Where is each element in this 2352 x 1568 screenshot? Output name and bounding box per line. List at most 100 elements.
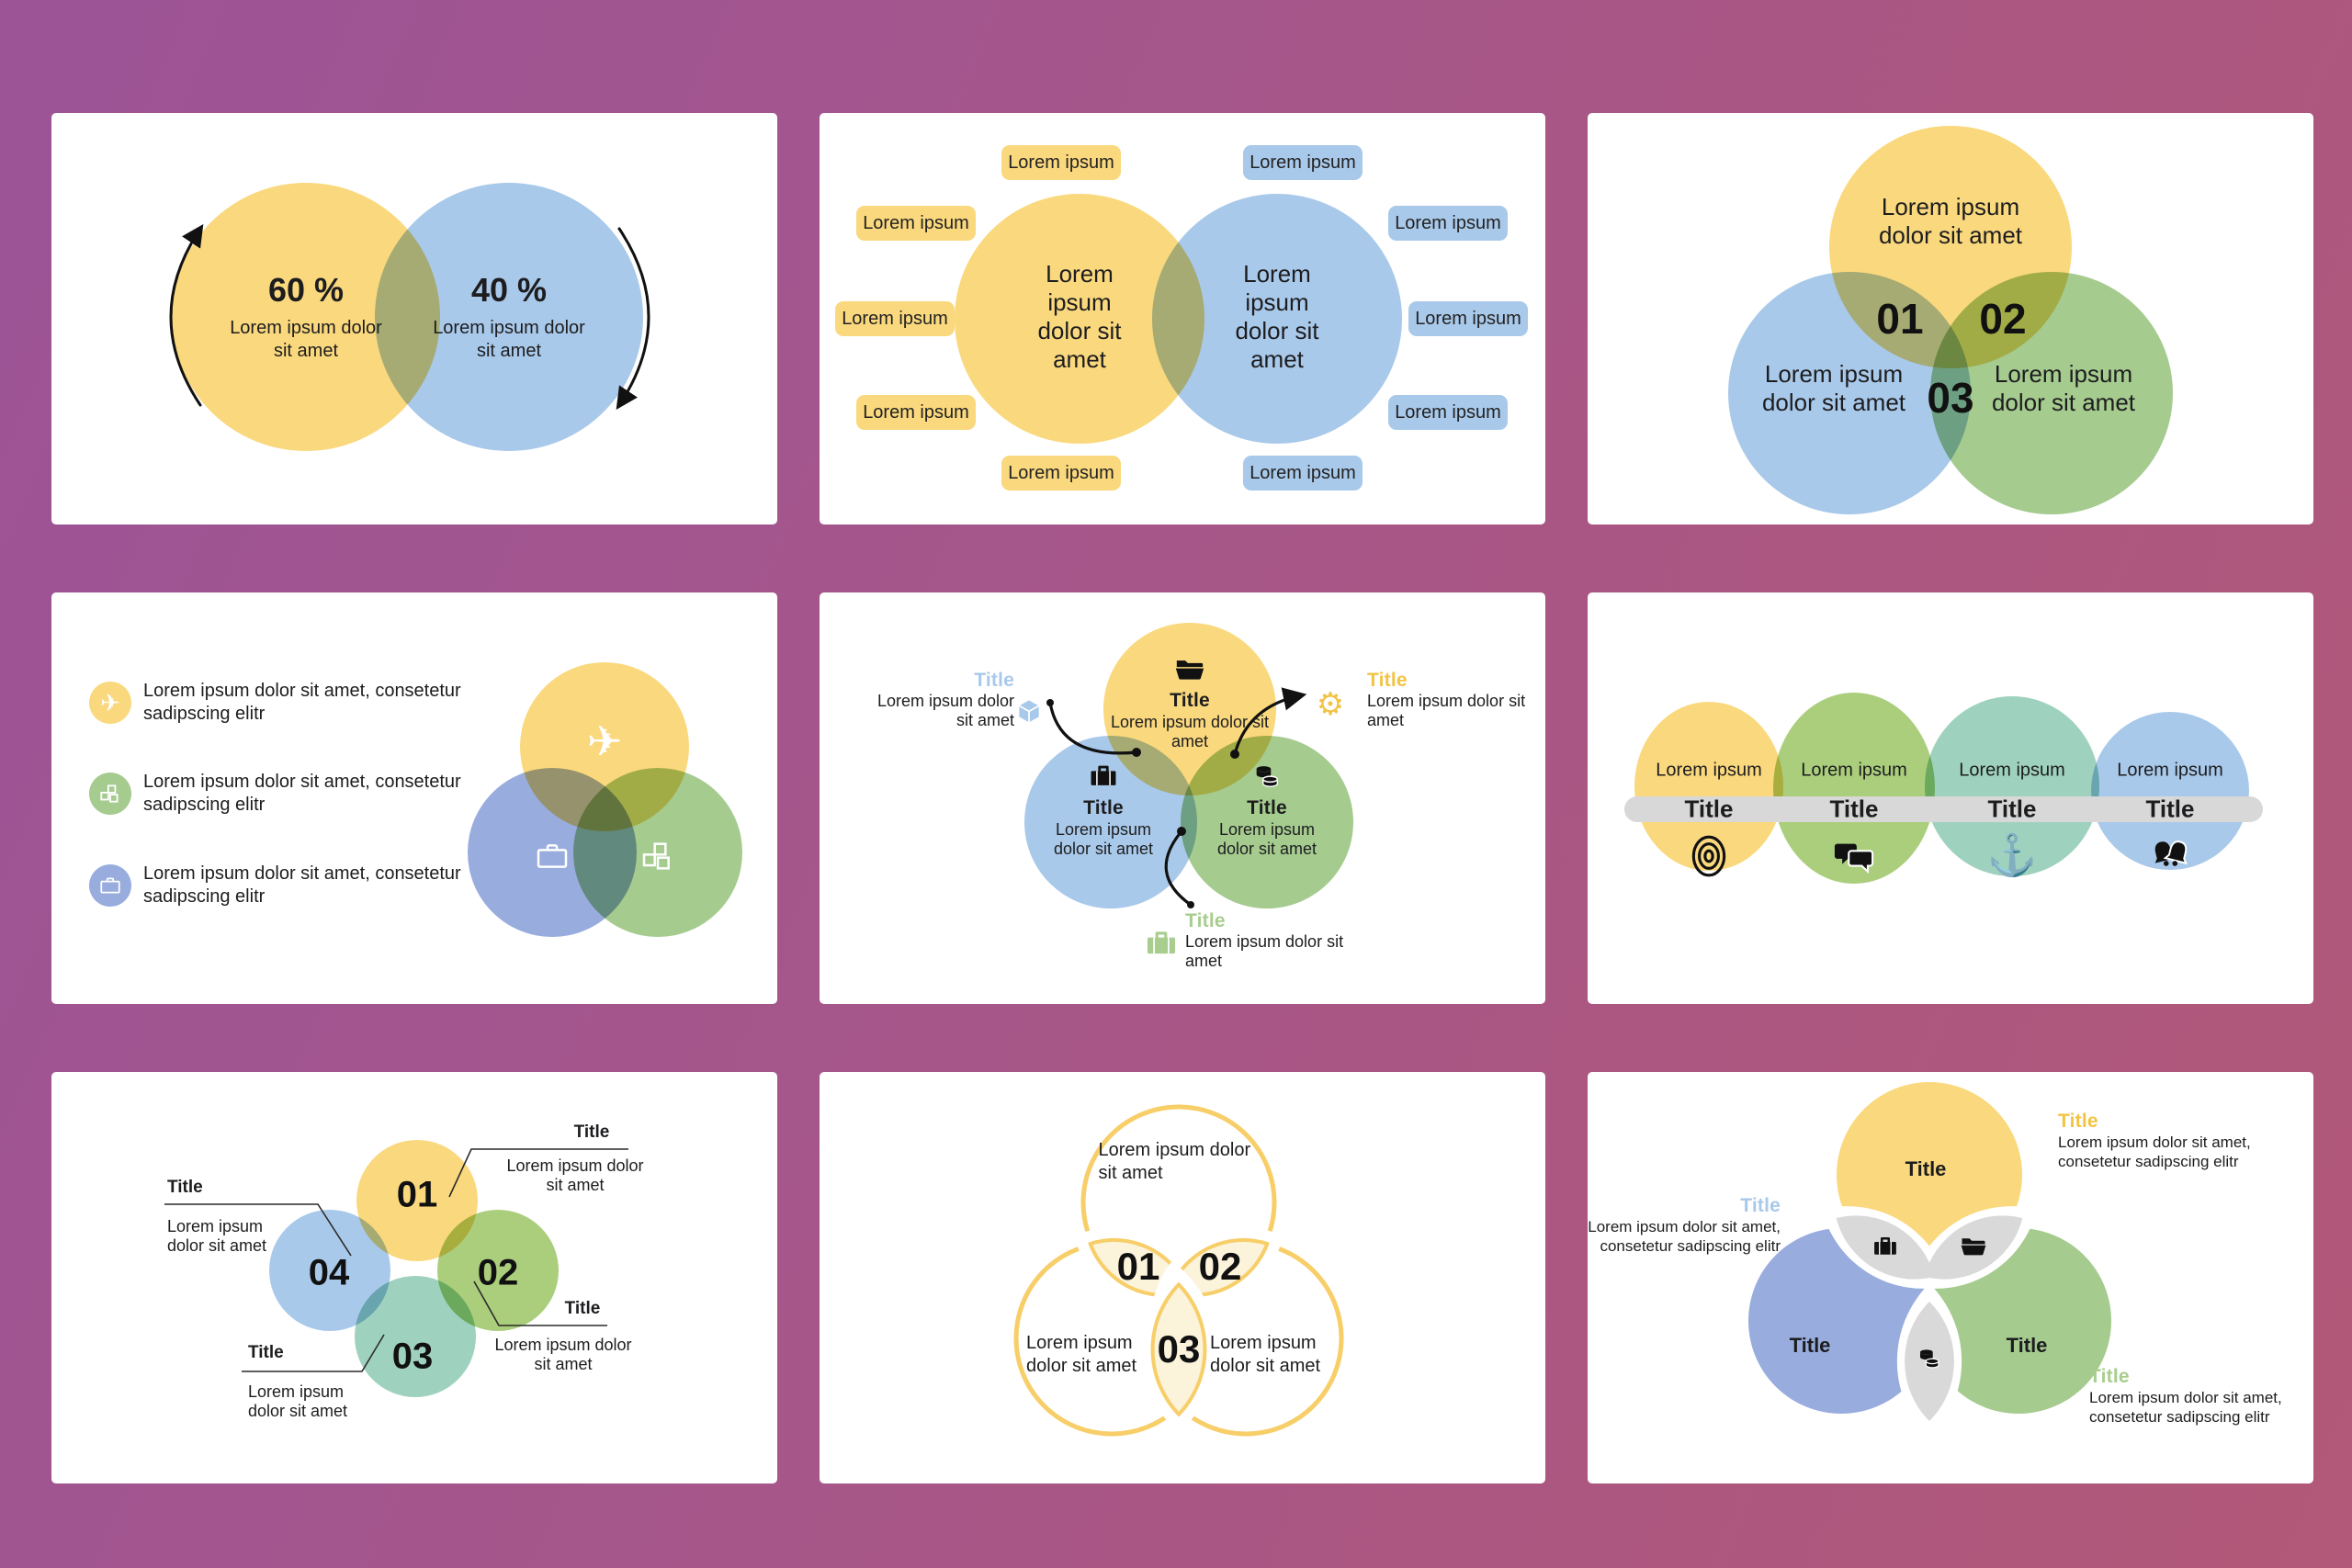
callout-connectors bbox=[1046, 687, 1307, 908]
venn-circle-green bbox=[1181, 736, 1353, 908]
slide-venn-outline[interactable]: 01 02 03 Lorem ipsum dolor sit amet Lore… bbox=[820, 1072, 1545, 1483]
folder-icon bbox=[1175, 660, 1204, 680]
venn-circle-teal bbox=[1925, 696, 2099, 876]
briefcase-icon bbox=[1091, 765, 1116, 785]
note-title: Title bbox=[1740, 1195, 1781, 1216]
label-pill[interactable]: Lorem ipsum bbox=[1243, 145, 1363, 180]
slide-venn-percentages[interactable]: 60 % Lorem ipsum dolor sit amet 40 % Lor… bbox=[51, 113, 777, 525]
legend-bullet-green bbox=[89, 773, 131, 815]
cube-icon bbox=[1018, 700, 1040, 723]
row-title: Title bbox=[2145, 795, 2195, 823]
badge-01: 01 bbox=[1116, 1245, 1160, 1288]
slide-venn-row[interactable]: Lorem ipsum Lorem ipsum Lorem ipsum Lore… bbox=[1588, 592, 2313, 1004]
venn-circle-blue bbox=[1152, 194, 1402, 444]
label-pill[interactable]: Lorem ipsum bbox=[1001, 145, 1121, 180]
callout-title: Title bbox=[564, 1299, 601, 1318]
slide-venn-legend[interactable]: ✈ Lorem ipsum dolor sit amet, consetetur… bbox=[51, 592, 777, 1004]
label-pill[interactable]: Lorem ipsum bbox=[1408, 301, 1528, 336]
callout-text: Lorem ipsum dolor sit amet bbox=[506, 1156, 644, 1194]
percent-right: 40 % bbox=[470, 271, 548, 309]
label-pill[interactable]: Lorem ipsum bbox=[1388, 395, 1508, 430]
row-label: Lorem ipsum bbox=[1656, 760, 1762, 781]
connector-right bbox=[1233, 687, 1307, 756]
note-text: Lorem ipsum dolor sit amet, consetetur s… bbox=[2058, 1134, 2251, 1170]
circle-right-text: Lorem ipsum dolor sit amet bbox=[1210, 1333, 1321, 1376]
arrow-left-icon bbox=[169, 224, 204, 407]
circle-title: Title bbox=[1170, 690, 1210, 711]
badge-03: 03 bbox=[1157, 1327, 1201, 1371]
badge-02: 02 bbox=[1198, 1245, 1242, 1288]
note-title: Title bbox=[2058, 1111, 2098, 1132]
note-text: Lorem ipsum dolor sit amet bbox=[1185, 932, 1344, 970]
slide-venn-numbered[interactable]: Lorem ipsum dolor sit amet Lorem ipsum d… bbox=[1588, 113, 2313, 525]
callout-title: Title bbox=[248, 1343, 284, 1362]
legend-bullet-blue bbox=[89, 864, 131, 907]
circle-top-text: Lorem ipsum dolor sit amet bbox=[1878, 193, 2023, 249]
callout-text: Lorem ipsum dolor sit amet bbox=[248, 1382, 348, 1420]
badge-03: 03 bbox=[1927, 374, 1974, 422]
briefcase-icon bbox=[1874, 1237, 1896, 1255]
briefcase-icon bbox=[537, 844, 568, 868]
badge-04: 04 bbox=[308, 1252, 350, 1293]
slide-venn-flower[interactable]: 01 02 03 04 Title Lorem ipsum dolor sit … bbox=[51, 1072, 777, 1483]
venn-circle-blue bbox=[375, 183, 643, 451]
badge-01: 01 bbox=[396, 1174, 438, 1215]
slide-venn-solid[interactable]: Title Title Title Title Lorem ipsum dolo… bbox=[1588, 1072, 2313, 1483]
label-pill[interactable]: Lorem ipsum bbox=[1243, 456, 1363, 491]
badge-03: 03 bbox=[391, 1336, 434, 1377]
label-pill[interactable]: Lorem ipsum bbox=[856, 206, 976, 241]
row-label: Lorem ipsum bbox=[2117, 760, 2223, 781]
venn-circle-blue bbox=[2091, 712, 2249, 870]
percent-left-label: Lorem ipsum dolor sit amet bbox=[230, 318, 382, 361]
callout-text: Lorem ipsum dolor sit amet bbox=[167, 1217, 267, 1255]
folder-icon bbox=[1961, 1238, 1986, 1256]
fingerprint-icon bbox=[1691, 835, 1726, 877]
note-title: Title bbox=[974, 670, 1014, 691]
circle-top-text: Lorem ipsum dolor sit amet bbox=[1098, 1140, 1251, 1183]
badge-02: 02 bbox=[477, 1252, 519, 1293]
circle-title: Title bbox=[2006, 1334, 2048, 1357]
note-text: Lorem ipsum dolor sit amet, consetetur s… bbox=[2089, 1389, 2282, 1426]
coins-icon bbox=[1920, 1349, 1939, 1369]
venn-right-text: Lorem ipsum dolor sit amet bbox=[1235, 260, 1319, 373]
note-title: Title bbox=[1367, 670, 1408, 691]
row-title: Title bbox=[1829, 795, 1879, 823]
callout-lines bbox=[164, 1148, 628, 1372]
circle-title: Title bbox=[1247, 797, 1287, 818]
squares-icon bbox=[100, 784, 119, 803]
label-pill[interactable]: Lorem ipsum bbox=[1388, 206, 1508, 241]
circle-text: Lorem ipsum dolor sit amet bbox=[1216, 820, 1317, 858]
circle-right-text: Lorem ipsum dolor sit amet bbox=[1991, 360, 2136, 416]
cycle-arrows bbox=[169, 224, 650, 410]
slide-venn-callouts[interactable]: Title Lorem ipsum dolor sit amet Title L… bbox=[820, 592, 1545, 1004]
note-title: Title bbox=[1185, 910, 1226, 931]
circle-title: Title bbox=[1905, 1157, 1947, 1180]
percent-left: 60 % bbox=[267, 271, 345, 309]
badge-02: 02 bbox=[1979, 295, 2027, 343]
circle-left-text: Lorem ipsum dolor sit amet bbox=[1026, 1333, 1137, 1376]
slide-venn-pills[interactable]: Lorem ipsum dolor sit amet Lorem ipsum d… bbox=[820, 113, 1545, 525]
briefcase-icon bbox=[1147, 931, 1176, 954]
legend-item-text: Lorem ipsum dolor sit amet, consetetur s… bbox=[143, 681, 461, 724]
airplane-icon: ✈ bbox=[586, 717, 623, 765]
circle-left-text: Lorem ipsum dolor sit amet bbox=[1761, 360, 1906, 416]
label-pill[interactable]: Lorem ipsum bbox=[1001, 456, 1121, 491]
legend-item-text: Lorem ipsum dolor sit amet, consetetur s… bbox=[143, 863, 461, 907]
row-title: Title bbox=[1987, 795, 2037, 823]
circle-text: Lorem ipsum dolor sit amet bbox=[1053, 820, 1154, 858]
circle-title: Title bbox=[1083, 797, 1124, 818]
label-pill[interactable]: Lorem ipsum bbox=[835, 301, 955, 336]
callout-text: Lorem ipsum dolor sit amet bbox=[494, 1336, 632, 1373]
percent-right-label: Lorem ipsum dolor sit amet bbox=[433, 318, 585, 361]
anchor-icon: ⚓ bbox=[1986, 833, 2038, 878]
legend-item-text: Lorem ipsum dolor sit amet, consetetur s… bbox=[143, 772, 461, 815]
label-pill[interactable]: Lorem ipsum bbox=[856, 395, 976, 430]
callout-title: Title bbox=[573, 1122, 610, 1142]
connector-left bbox=[1048, 701, 1138, 755]
badge-01: 01 bbox=[1876, 295, 1924, 343]
airplane-icon: ✈ bbox=[100, 688, 120, 716]
venn-circle-green bbox=[573, 768, 742, 937]
note-text: Lorem ipsum dolor sit amet, consetetur s… bbox=[1588, 1218, 1781, 1255]
chat-bubbles-icon bbox=[1834, 843, 1874, 874]
coins-icon bbox=[1256, 766, 1279, 787]
